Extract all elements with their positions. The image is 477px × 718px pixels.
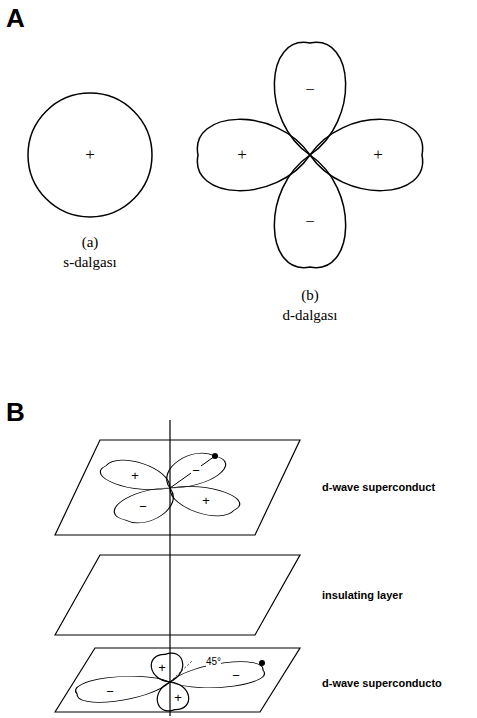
caption-label: d-dalgası	[283, 307, 338, 324]
panel-letter: A	[6, 4, 25, 33]
sign-label: +	[130, 469, 140, 483]
layer-label: d-wave superconducto	[322, 677, 442, 689]
sign-label: −	[105, 685, 115, 699]
layer-label: d-wave superconduct	[322, 481, 435, 493]
caption-label: (a)	[82, 234, 99, 251]
angle-line	[170, 661, 192, 682]
orientation-dot	[259, 660, 265, 666]
sign-label: −	[231, 669, 241, 683]
sign-label: −	[138, 500, 148, 514]
sign-label: +	[236, 146, 248, 165]
sign-label: +	[201, 494, 211, 508]
layer-label: insulating layer	[322, 589, 403, 601]
sign-label: −	[304, 213, 316, 232]
caption-label: (b)	[301, 287, 319, 304]
sign-label: +	[84, 146, 96, 165]
d-wave-lobes	[197, 42, 422, 267]
axis-line	[169, 420, 170, 716]
orientation-dot	[212, 453, 218, 459]
panel-letter: B	[6, 398, 25, 427]
orientation-line	[170, 456, 215, 488]
caption-label: s-dalgası	[63, 254, 116, 271]
sign-label: +	[173, 691, 183, 705]
sign-label: +	[372, 146, 384, 165]
top-plane	[55, 440, 300, 535]
angle-label: 45°	[206, 656, 221, 667]
bottom-plane	[55, 648, 300, 712]
sign-label: +	[157, 661, 167, 675]
middle-plane	[55, 555, 300, 635]
sign-label: −	[304, 81, 316, 100]
s-wave-circle	[28, 93, 152, 217]
sign-label: −	[191, 464, 201, 478]
